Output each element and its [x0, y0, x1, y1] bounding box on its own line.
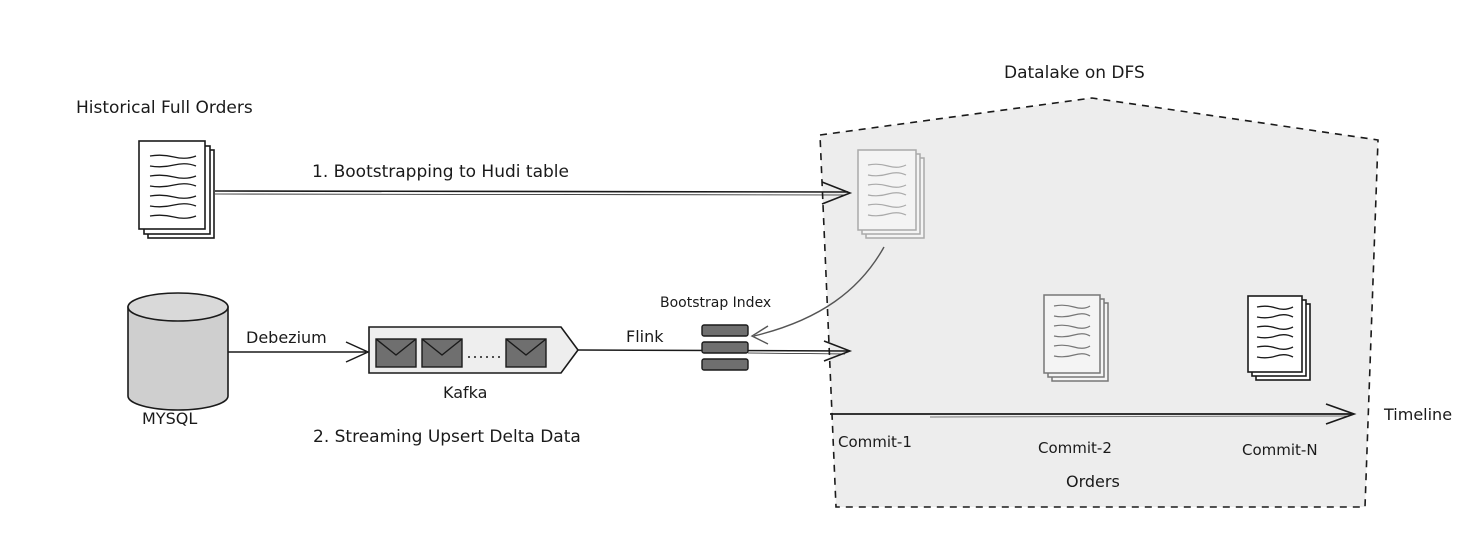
mysql-label: MYSQL	[142, 409, 198, 428]
kafka-queue-icon	[368, 326, 579, 374]
debezium-arrow	[228, 341, 370, 363]
kafka-message-envelope-icon	[375, 338, 417, 368]
bootstrap-arrow	[214, 181, 853, 205]
commit-n-label: Commit-N	[1242, 441, 1318, 459]
streaming-step-label: 2. Streaming Upsert Delta Data	[313, 427, 581, 447]
commit-2-document-icon	[1043, 294, 1109, 382]
bootstrap-index-label: Bootstrap Index	[660, 295, 772, 311]
kafka-message-envelope-icon	[421, 338, 463, 368]
commit-1-label: Commit-1	[838, 433, 912, 451]
debezium-label: Debezium	[246, 328, 327, 347]
commit-2-label: Commit-2	[1038, 439, 1112, 457]
flink-label: Flink	[626, 327, 664, 346]
commit-n-document-icon	[1247, 295, 1311, 381]
timeline-arrow	[830, 403, 1357, 425]
datalake-label: Datalake on DFS	[1004, 63, 1145, 83]
kafka-message-envelope-icon	[505, 338, 547, 368]
bootstrap-step-label: 1. Bootstrapping to Hudi table	[312, 162, 569, 182]
bootstrapped-document-icon	[857, 149, 925, 239]
bootstrap-index-link-arrow	[750, 246, 885, 345]
kafka-label: Kafka	[443, 383, 488, 402]
timeline-label: Timeline	[1384, 405, 1453, 424]
mysql-database-icon	[127, 292, 229, 411]
historical-orders-document-icon	[138, 140, 215, 239]
historical-orders-label: Historical Full Orders	[76, 98, 253, 118]
bootstrap-index-icon	[701, 324, 749, 371]
orders-label: Orders	[1066, 472, 1120, 491]
